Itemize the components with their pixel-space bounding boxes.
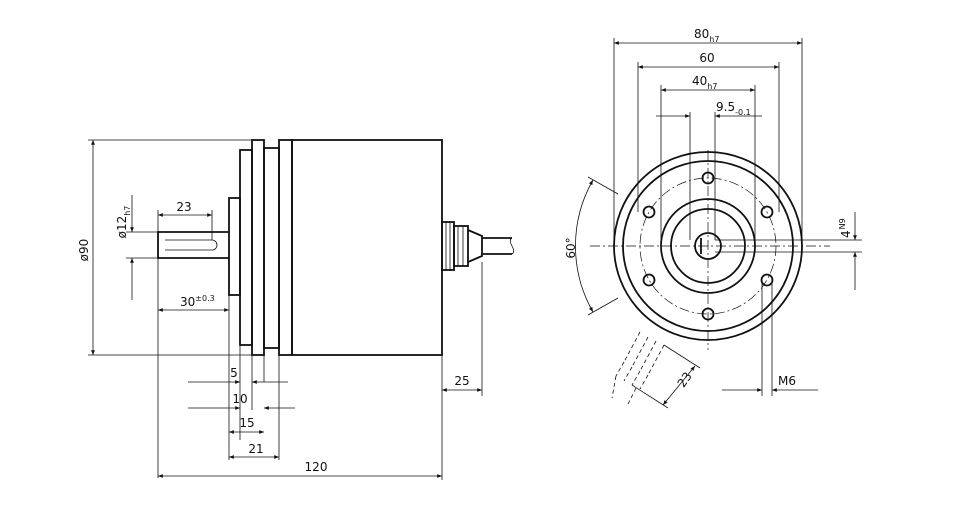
flange-circle — [622, 160, 794, 332]
dim-21: 21 — [248, 442, 263, 456]
bolt-hole-lower-left — [642, 273, 656, 287]
side-view: ø90 ø12h7 23 30±0.3 5 10 15 21 120 — [77, 139, 515, 480]
cable-gland-hidden — [611, 331, 665, 405]
cable-gland-nut — [441, 221, 455, 271]
dim-30: 30±0.3 — [180, 294, 215, 309]
dim-m6: M6 — [778, 374, 796, 388]
cable — [482, 237, 512, 255]
dim-60: 60 — [699, 51, 714, 65]
shaft-keyway — [165, 239, 218, 251]
dim-angle-60: 60° — [564, 237, 578, 258]
dim-4: 4N9 — [838, 218, 853, 238]
cable-gland-thread — [445, 222, 464, 270]
dim-diameter-90: ø90 — [77, 239, 91, 262]
bolt-hole-bottom — [701, 307, 715, 321]
bolt-hole-lower-right — [760, 273, 774, 287]
dim-5: 5 — [230, 366, 238, 380]
cable-gland-cone — [467, 229, 483, 263]
dim-15: 15 — [239, 416, 254, 430]
cable-break — [509, 237, 515, 255]
centering-spigot — [228, 197, 241, 296]
dim-shaft-diameter: ø12h7 — [115, 206, 132, 239]
shaft-circle — [694, 232, 722, 260]
shaft — [157, 231, 229, 259]
bolt-hole-top — [701, 171, 715, 185]
bolt-hole-upper-left — [642, 205, 656, 219]
cable-gland-body — [453, 225, 469, 267]
dim-10: 10 — [232, 392, 247, 406]
dim-25: 25 — [454, 374, 469, 388]
encoder-body — [291, 139, 443, 356]
dim-80: 80h7 — [694, 27, 719, 44]
dim-23-keyway: 23 — [176, 200, 191, 214]
front-view: 80h7 60 40h7 9.5-0.1 4N9 60° M6 — [564, 27, 862, 409]
flange-ring-middle — [263, 147, 280, 349]
dim-40: 40h7 — [692, 74, 717, 91]
bolt-circle — [639, 177, 777, 315]
dim-9-5: 9.5-0.1 — [716, 100, 751, 117]
dim-120: 120 — [305, 460, 328, 474]
flange-ring-inner — [278, 139, 293, 356]
flange-ring-outer — [251, 139, 265, 356]
spigot-inner-circle — [670, 208, 746, 284]
clamping-flange — [239, 149, 253, 346]
bolt-hole-upper-right — [760, 205, 774, 219]
